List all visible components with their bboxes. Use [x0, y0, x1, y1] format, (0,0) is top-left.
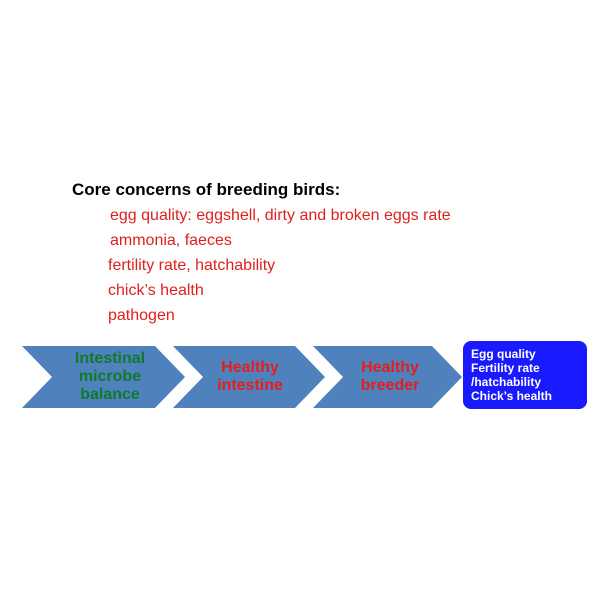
step-label-healthy-breeder: Healthy breeder: [360, 359, 420, 394]
concern-chick-health: chick’s health: [108, 282, 204, 299]
step-label-intestinal-microbe-balance: Intestinal microbe balance: [74, 350, 146, 403]
result-box: Egg quality Fertility rate /hatchability…: [463, 341, 587, 409]
concern-fertility: fertility rate, hatchability: [108, 257, 276, 274]
chevron-step-1: [22, 346, 185, 408]
chevron-step-3: [313, 346, 462, 408]
chevron-step-2: [173, 346, 325, 408]
result-chick-health: Chick’s health: [471, 389, 552, 403]
concern-ammonia: ammonia, faeces: [110, 232, 232, 249]
result-egg-quality: Egg quality: [471, 347, 536, 361]
concern-pathogen: pathogen: [108, 307, 175, 324]
result-hatchability: /hatchability: [471, 375, 542, 389]
result-fertility-rate: Fertility rate: [471, 361, 540, 375]
concern-egg-quality: egg quality: eggshell, dirty and broken …: [110, 207, 451, 224]
step-label-healthy-intestine: Healthy intestine: [217, 359, 283, 394]
diagram-title: Core concerns of breeding birds:: [72, 180, 341, 199]
